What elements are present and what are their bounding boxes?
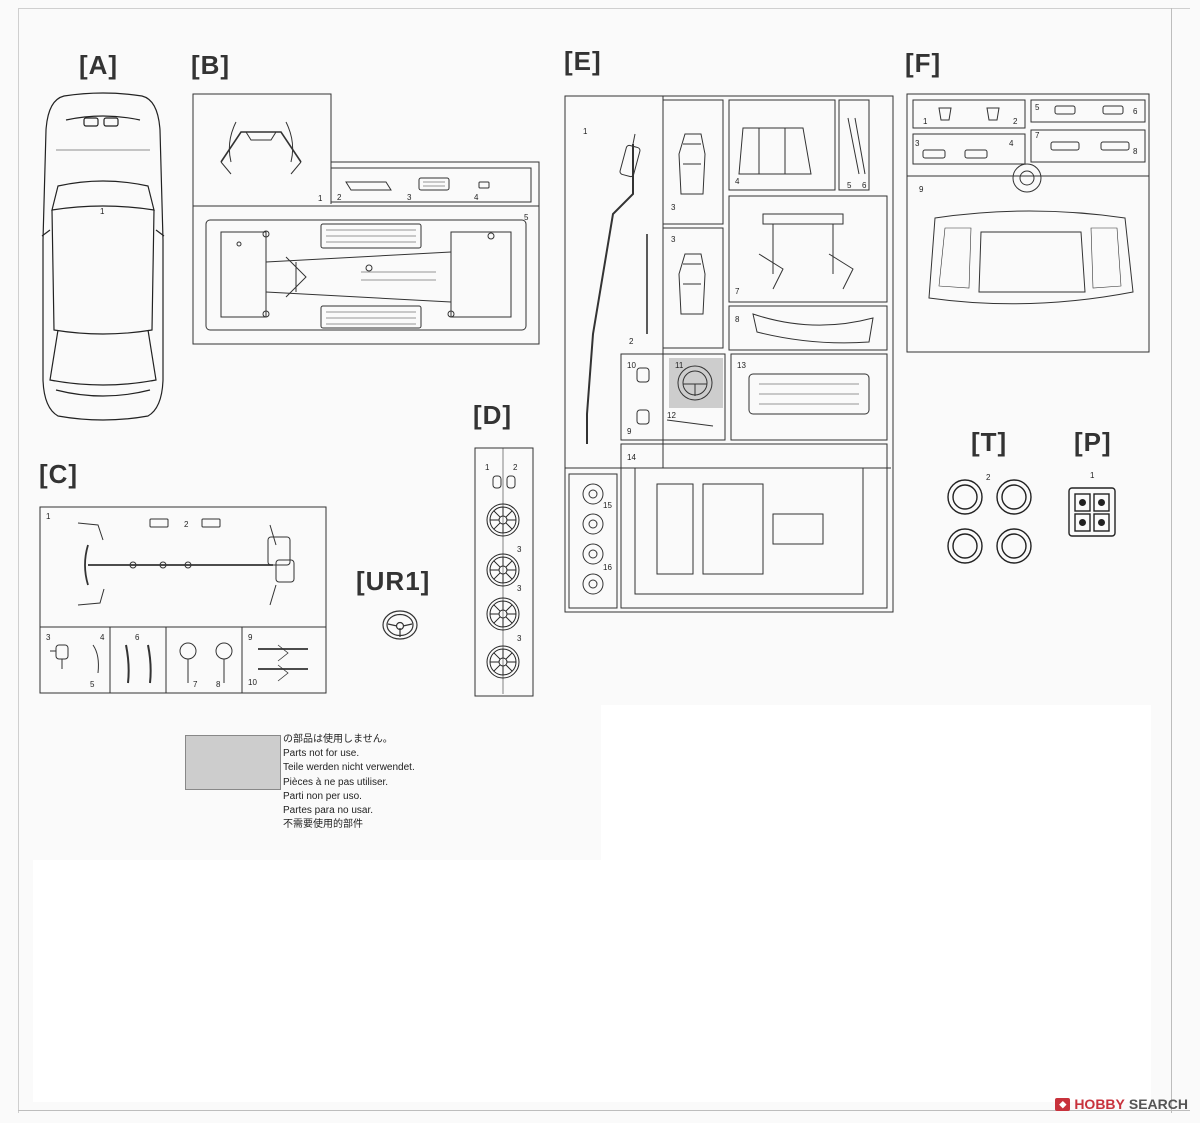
sprue-d-wheels: 1 2 3 3 3: [474, 447, 534, 697]
part-number-f-6: 6: [1133, 107, 1138, 116]
part-number-f-3: 3: [915, 139, 920, 148]
part-number-f-1: 1: [923, 117, 928, 126]
section-label-a: [A]: [79, 50, 119, 80]
part-number-b-2: 2: [337, 193, 342, 202]
section-label-b: [B]: [191, 50, 231, 80]
part-number-c-2: 2: [184, 520, 189, 529]
part-number-d-2: 2: [513, 463, 518, 472]
part-number-e-8: 8: [735, 315, 740, 324]
part-ur1-steering-wheel: [382, 610, 418, 640]
watermark-brand: HOBBY: [1074, 1096, 1125, 1112]
part-number-e-3a: 3: [671, 203, 676, 212]
part-number-e-6: 6: [862, 181, 867, 190]
wheel-part-3: [486, 597, 520, 631]
legend-line-zh: 不需要使用的部件: [283, 819, 363, 831]
part-number-p-1: 1: [1090, 471, 1095, 480]
part-number-e-12: 12: [667, 411, 676, 420]
section-label-ur1: [UR1]: [356, 566, 431, 596]
part-number-c-4: 4: [100, 633, 105, 642]
watermark-search: SEARCH: [1128, 1096, 1188, 1112]
part-number-e-11: 11: [675, 361, 684, 370]
blank-panel-right: [601, 705, 1151, 860]
part-number-c-5: 5: [90, 680, 95, 689]
part-number-f-9: 9: [919, 185, 924, 194]
sprue-t-tires: 2: [947, 473, 1032, 564]
not-for-use-legend: の部品は使用しません。 Parts not for use. Teile wer…: [283, 733, 415, 832]
wheel-part-2: [486, 553, 520, 587]
sprue-f-clear-parts: 1 2 5 6 3 4 7 8 9: [906, 93, 1150, 353]
part-number-f-5: 5: [1035, 103, 1040, 112]
part-number-e-5: 5: [847, 181, 852, 190]
part-number-e-3b: 3: [671, 235, 676, 244]
part-number-b-4: 4: [474, 193, 479, 202]
hobby-search-watermark: ◆ HOBBY SEARCH: [1055, 1096, 1188, 1112]
part-number-e-15: 15: [603, 501, 612, 510]
blank-panel-bottom: [33, 860, 1151, 1102]
part-number-e-2: 2: [629, 337, 634, 346]
part-number-b-5: 5: [524, 213, 529, 222]
part-number-c-9: 9: [248, 633, 253, 642]
part-number-c-1: 1: [46, 512, 51, 521]
sprue-a-body: 1: [41, 92, 165, 421]
section-label-p: [P]: [1074, 427, 1112, 457]
part-number-e-9: 9: [627, 427, 632, 436]
legend-line-es: Partes para no usar.: [283, 805, 374, 817]
page-border-right: [1171, 8, 1172, 1113]
part-number-c-3: 3: [46, 633, 51, 642]
legend-line-fr: Pièces à ne pas utiliser.: [283, 776, 389, 788]
section-label-e: [E]: [564, 46, 602, 76]
page-border-left: [18, 8, 19, 1113]
part-number-f-8: 8: [1133, 147, 1138, 156]
part-number-e-14: 14: [627, 453, 636, 462]
part-number-f-7: 7: [1035, 131, 1040, 140]
part-number-d-3b: 3: [517, 584, 522, 593]
part-number-e-4: 4: [735, 177, 740, 186]
part-number-d-1: 1: [485, 463, 490, 472]
part-number-e-10: 10: [627, 361, 636, 370]
part-number-c-6: 6: [135, 633, 140, 642]
part-number-t-2: 2: [986, 473, 991, 482]
legend-line-en: Parts not for use.: [283, 748, 360, 760]
part-number-c-10: 10: [248, 678, 257, 687]
part-number-e-13: 13: [737, 361, 746, 370]
part-number-d-3a: 3: [517, 545, 522, 554]
part-number-c-7: 7: [193, 680, 198, 689]
sprue-e-interior: 1 2 3 3 4 5 6 7 8 10 11 9 12 13 14 15 16: [564, 95, 894, 613]
page-border-top: [18, 8, 1190, 9]
wheel-part-4: [486, 645, 520, 679]
part-number-e-1: 1: [583, 127, 588, 136]
section-label-c: [C]: [39, 459, 79, 489]
not-for-use-swatch: [185, 735, 281, 790]
part-number-b-1: 1: [318, 194, 323, 203]
part-number-c-8: 8: [216, 680, 221, 689]
page-border-bottom: [18, 1110, 1190, 1111]
section-label-d: [D]: [473, 400, 513, 430]
part-number-f-4: 4: [1009, 139, 1014, 148]
legend-line-it: Parti non per uso.: [283, 790, 362, 802]
sprue-c-suspension: 1 2 3 4 5 6 7 8 9 10: [39, 506, 327, 694]
part-number-b-3: 3: [407, 193, 412, 202]
sprue-b-chassis: 1 2 3 4 5: [192, 93, 540, 345]
part-number-f-2: 2: [1013, 117, 1018, 126]
legend-line-ja: の部品は使用しません。: [283, 734, 393, 745]
wheel-part-1: [486, 503, 520, 537]
part-number-e-16: 16: [603, 563, 612, 572]
part-number-e-7: 7: [735, 287, 740, 296]
section-label-t: [T]: [971, 427, 1008, 457]
legend-line-de: Teile werden nicht verwendet.: [283, 762, 415, 774]
sprue-p-polycaps: 1: [1068, 471, 1116, 537]
part-number-d-3c: 3: [517, 634, 522, 643]
section-label-f: [F]: [905, 48, 942, 78]
flame-icon: ◆: [1055, 1097, 1071, 1111]
part-number-a-1: 1: [100, 207, 105, 216]
